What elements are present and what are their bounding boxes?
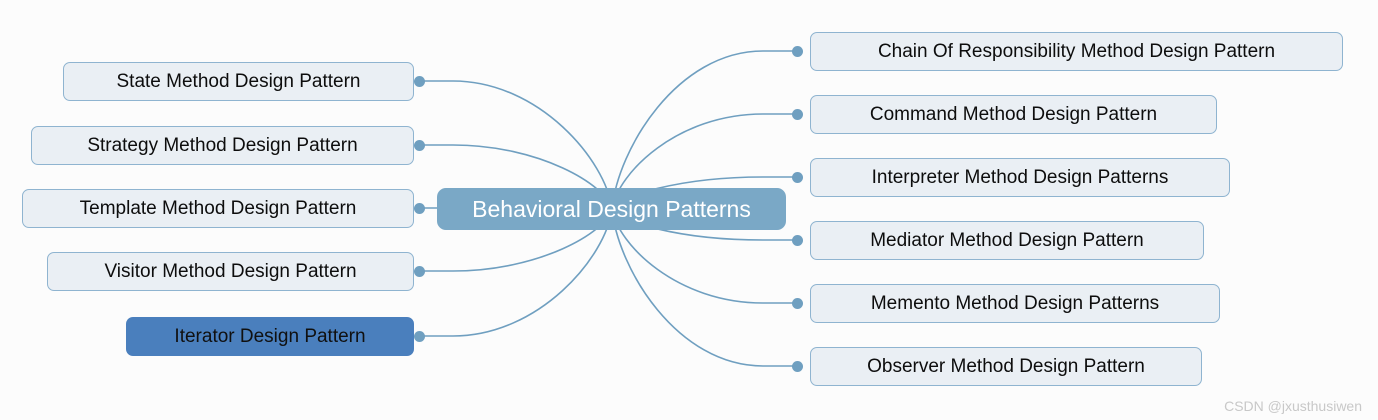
connector-dot-right-1 [791,108,803,120]
mind-map-node-right-5[interactable]: Observer Method Design Pattern [810,347,1202,386]
edge-left-0 [419,80,613,210]
mind-map-node-right-1[interactable]: Command Method Design Pattern [810,95,1217,134]
node-label: Mediator Method Design Pattern [870,229,1144,251]
node-label: Visitor Method Design Pattern [104,260,357,282]
edge-left-4 [419,208,613,337]
mind-map-node-left-3[interactable]: Visitor Method Design Pattern [47,252,414,291]
node-label: Iterator Design Pattern [174,325,366,347]
node-label: State Method Design Pattern [116,70,361,92]
node-label: Strategy Method Design Pattern [87,134,358,156]
connector-dot-right-4 [791,297,803,309]
mind-map-center-node[interactable]: Behavioral Design Patterns [437,188,786,230]
watermark-label: CSDN @jxusthusiwen [1224,398,1362,414]
connector-dot-right-5 [791,360,803,372]
mind-map-node-right-2[interactable]: Interpreter Method Design Patterns [810,158,1230,197]
connector-dot-right-0 [791,45,803,57]
connector-dot-right-3 [791,234,803,246]
connector-dot-left-4 [413,330,425,342]
mind-map-node-right-0[interactable]: Chain Of Responsibility Method Design Pa… [810,32,1343,71]
edge-right-0 [611,50,797,210]
center-node-label: Behavioral Design Patterns [472,195,751,222]
connector-dot-right-2 [791,171,803,183]
connector-dot-left-3 [413,265,425,277]
node-label: Command Method Design Pattern [869,103,1158,125]
mind-map-node-left-0[interactable]: State Method Design Pattern [63,62,414,101]
node-label: Memento Method Design Patterns [870,292,1160,314]
node-label: Chain Of Responsibility Method Design Pa… [877,40,1276,62]
connector-dot-left-2 [413,202,425,214]
node-label: Observer Method Design Pattern [867,355,1145,377]
mind-map-node-left-2[interactable]: Template Method Design Pattern [22,189,414,228]
node-label: Interpreter Method Design Patterns [871,166,1169,188]
connector-dot-left-1 [413,139,425,151]
mind-map-node-right-3[interactable]: Mediator Method Design Pattern [810,221,1204,260]
mind-map-node-left-1[interactable]: Strategy Method Design Pattern [31,126,414,165]
mind-map-node-left-4[interactable]: Iterator Design Pattern [126,317,414,356]
edge-right-5 [611,208,797,367]
connector-dot-left-0 [413,75,425,87]
mind-map-node-right-4[interactable]: Memento Method Design Patterns [810,284,1220,323]
node-label: Template Method Design Pattern [79,197,357,219]
